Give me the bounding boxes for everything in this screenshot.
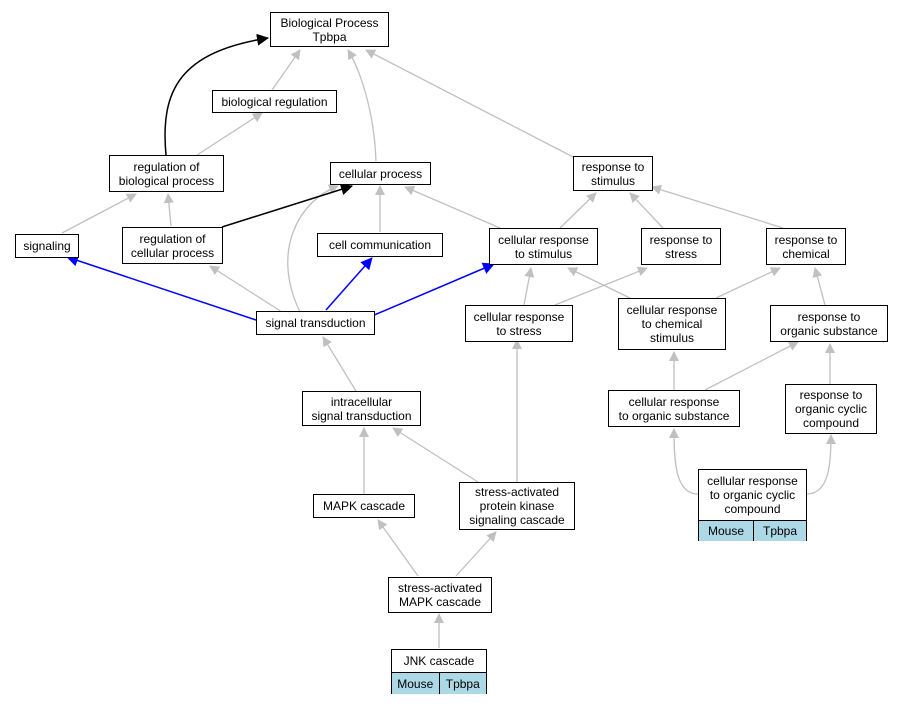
edge-cellrespstress-to-cellrespstim: [523, 267, 535, 306]
leaf-badges: Mouse Tpbpa: [392, 672, 486, 694]
node-regulation-of-cellular-process[interactable]: regulation of cellular process: [122, 227, 223, 264]
node-stress-activated-mapk-cascade[interactable]: stress-activated MAPK cascade: [388, 577, 492, 613]
edge-cellrespchem-to-cellrespstim: [567, 267, 631, 299]
node-cellular-response-to-stimulus[interactable]: cellular response to stimulus: [489, 228, 598, 265]
edge-respstim-to-bp: [365, 49, 578, 160]
node-stress-activated-protein-kinase-signaling-cascade[interactable]: stress-activated protein kinase signalin…: [459, 482, 575, 530]
node-response-to-stimulus[interactable]: response to stimulus: [573, 156, 653, 191]
edge-resporg-to-respchem: [812, 267, 826, 306]
leaf-cellular-response-to-organic-cyclic-compound[interactable]: cellular response to organic cyclic comp…: [698, 469, 807, 541]
node-cellular-process[interactable]: cellular process: [330, 162, 431, 185]
edge-bioreg-to-bp: [269, 49, 301, 94]
edge-samapk-to-mapk: [377, 519, 419, 577]
leaf-badges: Mouse Tpbpa: [699, 520, 806, 541]
leaf-jnk-cascade[interactable]: JNK cascade Mouse Tpbpa: [391, 649, 487, 694]
node-intracellular-signal-transduction[interactable]: intracellular signal transduction: [302, 391, 421, 426]
node-mapk-cascade[interactable]: MAPK cascade: [313, 494, 415, 518]
node-response-to-chemical[interactable]: response to chemical: [766, 228, 846, 265]
node-cellular-response-to-stress[interactable]: cellular response to stress: [465, 305, 573, 342]
edge-respstress-to-respstim: [629, 192, 664, 229]
species-badge: Mouse: [397, 676, 434, 691]
edge-regbio-to-bp-black: [164, 33, 269, 156]
edge-regbio-to-bioreg: [196, 112, 263, 156]
gene-badge: Tpbpa: [438, 673, 487, 694]
edge-sapk-to-intra: [392, 427, 479, 483]
edge-sigtrans-to-cellcomm-blue: [325, 257, 373, 311]
edge-leaf2-to-respcyclic: [806, 434, 836, 495]
node-response-to-organic-cyclic-compound[interactable]: response to organic cyclic compound: [785, 384, 877, 434]
node-signal-transduction[interactable]: signal transduction: [256, 311, 375, 335]
edge-samapk-to-sapk: [455, 531, 497, 577]
edge-intra-to-sigtrans: [322, 336, 357, 392]
node-response-to-stress[interactable]: response to stress: [641, 228, 721, 265]
edge-cellrespstim-to-respstim: [559, 192, 597, 229]
node-cell-communication[interactable]: cell communication: [317, 233, 443, 257]
edge-cellproc-to-bp: [347, 49, 377, 162]
node-regulation-of-biological-process[interactable]: regulation of biological process: [109, 155, 224, 192]
node-response-to-organic-substance[interactable]: response to organic substance: [770, 305, 888, 342]
edge-sigtrans-to-cellrespstim-blue: [371, 262, 495, 317]
node-signaling[interactable]: signaling: [15, 234, 79, 258]
edge-sigtrans-to-cellproc: [287, 184, 339, 313]
edge-signaling-to-regbio: [61, 193, 137, 234]
species-badge: Mouse: [707, 524, 745, 538]
leaf-title: cellular response to organic cyclic comp…: [707, 474, 798, 516]
node-biological-regulation[interactable]: biological regulation: [212, 90, 337, 113]
edge-sigtrans-to-signaling-blue: [66, 254, 257, 321]
edge-regcell-to-regbio: [163, 193, 174, 227]
node-cellular-response-to-chemical-stimulus[interactable]: cellular response to chemical stimulus: [618, 298, 726, 350]
edge-cellresporg-to-resporg: [704, 341, 799, 391]
edge-cellrespchem-to-respchem: [715, 267, 781, 299]
node-biological-process[interactable]: Biological Process Tpbpa: [270, 12, 389, 47]
edge-leaf2-to-cellresporg: [669, 428, 699, 495]
edge-regcell-to-cellproc-black: [221, 183, 353, 228]
edge-cellrespstim-to-cellproc: [404, 185, 501, 229]
edge-cellrespstress-to-respstress: [554, 266, 648, 306]
edge-sigtrans-to-regcell: [209, 265, 283, 313]
edge-respchem-to-respstim: [651, 184, 784, 229]
leaf-title: JNK cascade: [403, 654, 475, 668]
gene-badge: Tpbpa: [753, 521, 806, 541]
node-cellular-response-to-organic-substance[interactable]: cellular response to organic substance: [608, 390, 740, 427]
